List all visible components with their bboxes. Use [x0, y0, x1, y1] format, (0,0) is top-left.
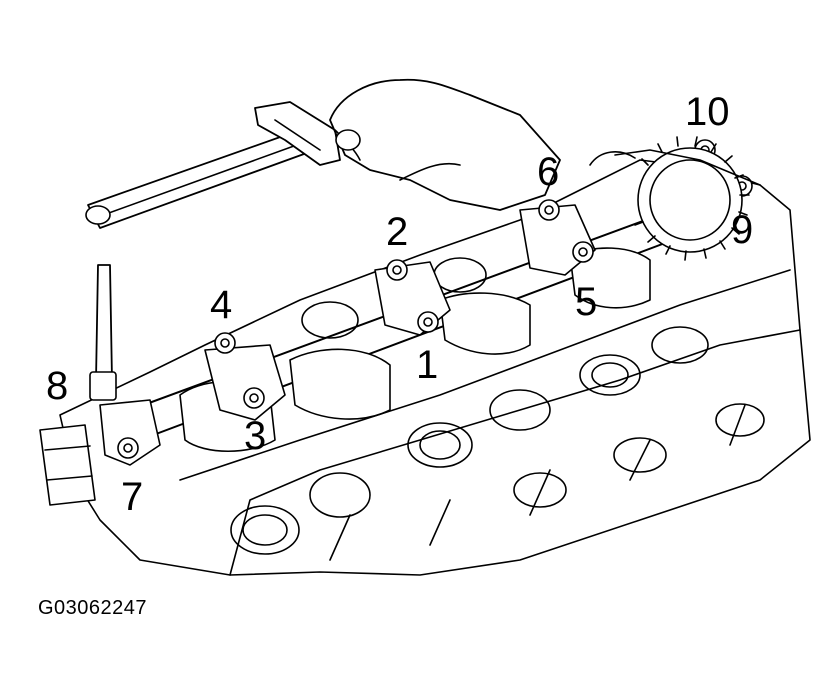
callout-2: 2 [386, 210, 409, 254]
bolt-7 [117, 437, 139, 459]
callout-7: 7 [121, 475, 144, 519]
bolt-5 [572, 241, 594, 263]
torque-wrench [85, 101, 341, 401]
callout-6: 6 [537, 150, 560, 194]
bolt-6 [538, 199, 560, 221]
bolt-1 [417, 311, 439, 333]
end-flange [39, 424, 96, 506]
bearing-caps [99, 204, 596, 466]
callout-3: 3 [244, 414, 267, 458]
camshaft [129, 199, 706, 453]
callout-4: 4 [210, 283, 233, 327]
hand [329, 78, 561, 211]
bolt-3 [243, 387, 265, 409]
callout-9: 9 [731, 208, 754, 252]
figure-id: G03062247 [38, 597, 148, 619]
valve-bores [230, 257, 765, 555]
callout-8: 8 [46, 364, 69, 408]
callout-10: 10 [685, 90, 730, 134]
timing-gear [634, 136, 750, 261]
head-front-edge [589, 149, 761, 186]
bolt-4 [214, 332, 236, 354]
callout-1: 1 [416, 343, 439, 387]
callout-5: 5 [575, 280, 598, 324]
bolt-2 [386, 259, 408, 281]
